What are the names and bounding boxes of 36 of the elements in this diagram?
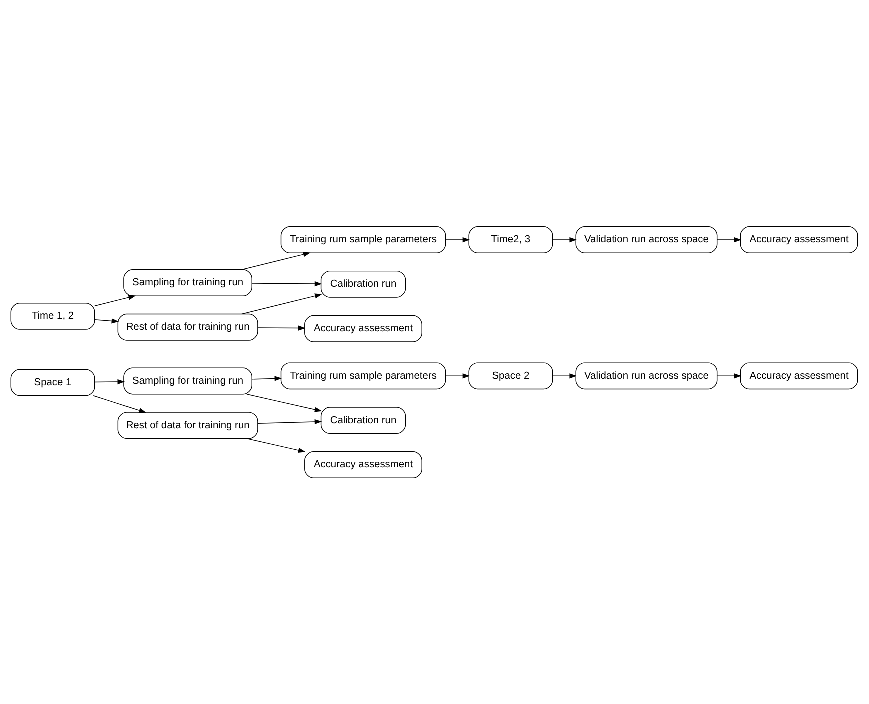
arrow <box>246 438 306 452</box>
node-box: Training rum sample parameters <box>280 226 446 253</box>
arrow <box>552 236 577 242</box>
arrow <box>252 376 282 381</box>
arrow <box>242 293 322 314</box>
arrow <box>93 394 146 413</box>
node-box: Accuracy assessment <box>304 314 422 342</box>
arrow <box>446 373 470 378</box>
arrow <box>446 236 470 242</box>
arrow <box>552 373 577 378</box>
node-box: Time 1, 2 <box>10 302 96 330</box>
node-box: Space 2 <box>468 362 554 390</box>
node-box: Validation run across space <box>576 362 718 390</box>
arrow <box>242 252 311 270</box>
node-box: Sampling for training run <box>124 367 252 394</box>
node-box: Accuracy assessment <box>304 451 422 478</box>
node-box: Validation run across space <box>576 226 718 253</box>
node-box: Sampling for training run <box>124 269 252 296</box>
node-box: Calibration run <box>320 270 406 298</box>
arrow <box>717 373 742 378</box>
node-box: Accuracy assessment <box>740 362 858 390</box>
arrow <box>717 236 742 242</box>
node-box: Space 1 <box>10 368 96 396</box>
node-box: Rest of data for training run <box>118 412 258 439</box>
arrow <box>252 280 322 286</box>
arrow <box>94 318 120 324</box>
node-box: Rest of data for training run <box>118 313 258 340</box>
arrow <box>258 418 322 424</box>
arrow <box>246 394 322 412</box>
arrow <box>94 294 136 306</box>
arrow <box>94 378 126 384</box>
node-box: Time2, 3 <box>468 226 554 253</box>
node-box: Training rum sample parameters <box>280 362 446 390</box>
arrow <box>258 325 306 330</box>
node-box: Calibration run <box>320 406 406 434</box>
node-box: Accuracy assessment <box>740 226 858 253</box>
